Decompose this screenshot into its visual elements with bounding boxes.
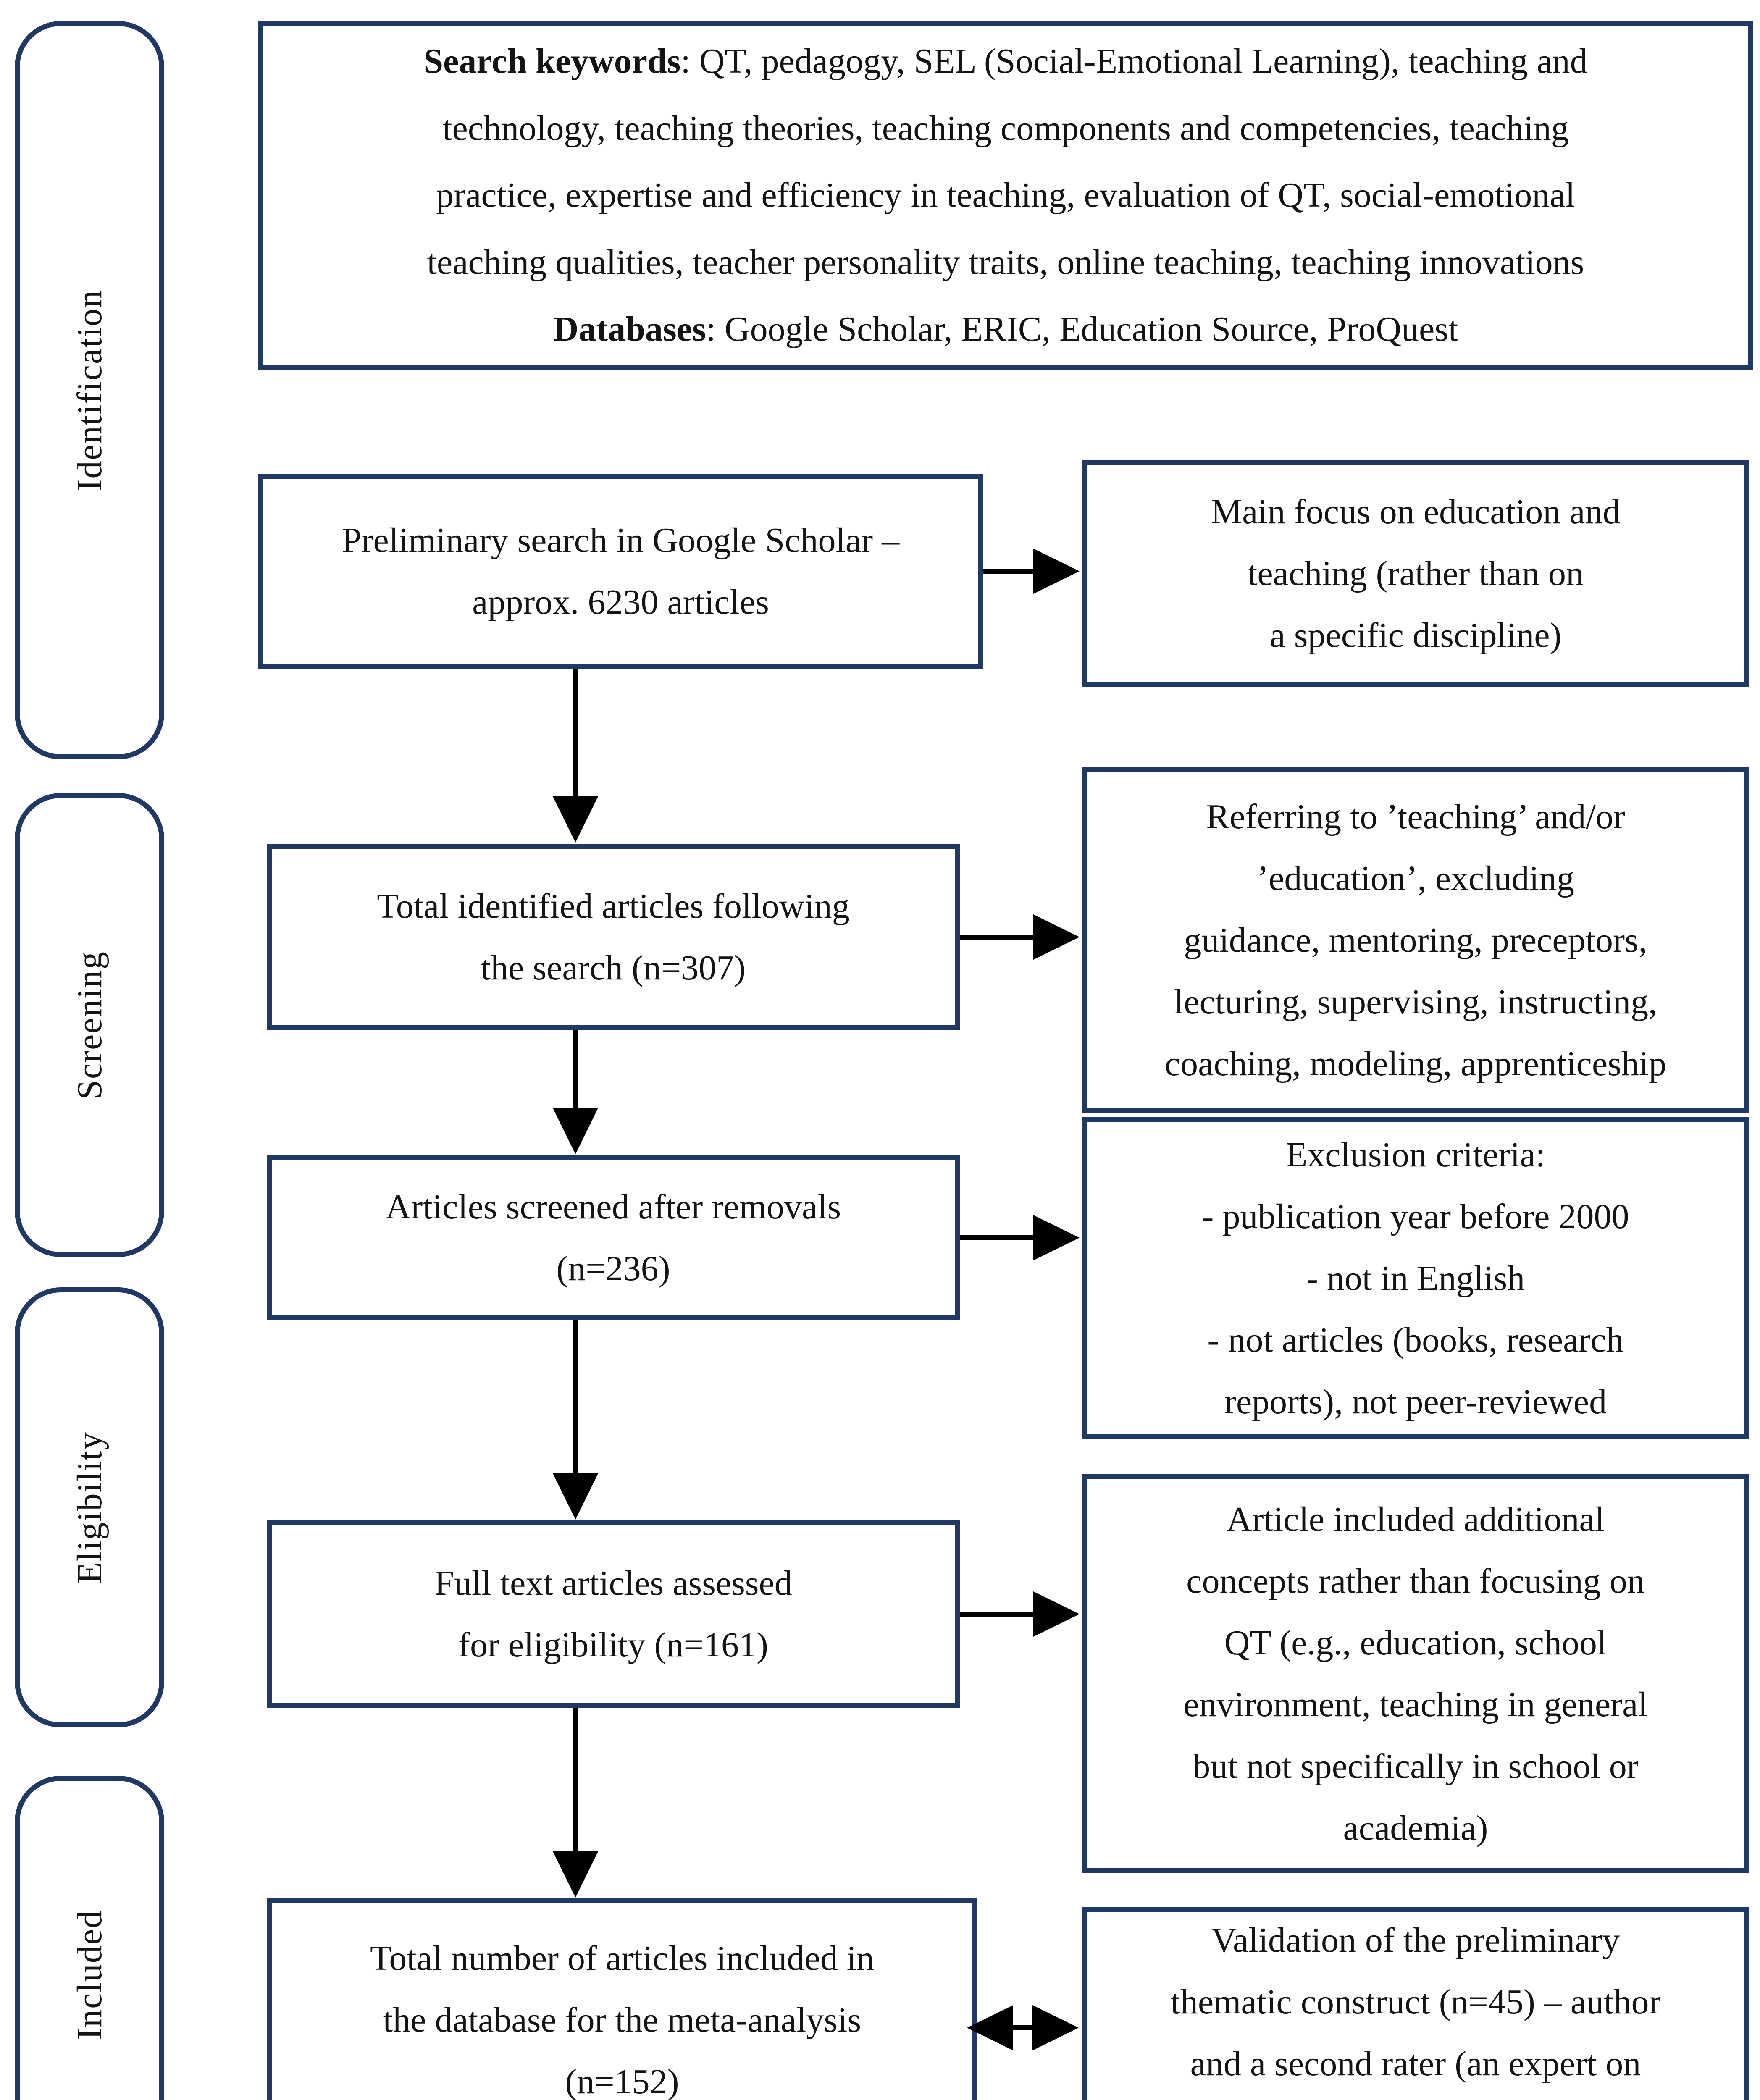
flow-box-preliminary-search-text: Preliminary search in Google Scholar – a…	[341, 521, 900, 622]
stage-label-identification-text: Identification	[70, 289, 109, 491]
flow-box-identified-articles: Total identified articles following the …	[267, 844, 960, 1030]
arrow-down-4	[553, 1708, 598, 1898]
arrow-right-4	[960, 1591, 1080, 1637]
arrow-down-2	[553, 1030, 598, 1154]
search-keywords-label: Search keywords	[423, 42, 681, 81]
flow-box-included-articles-text: Total number of articles included in the…	[370, 1938, 875, 2100]
flow-box-screened-articles-text: Articles screened after removals (n=236)	[385, 1187, 841, 1288]
flow-box-fulltext-assessed-text: Full text articles assessed for eligibil…	[434, 1564, 792, 1664]
databases-label: Databases	[553, 310, 706, 349]
side-box-exclusion-criteria-text: Exclusion criteria: - publication year b…	[1202, 1135, 1629, 1421]
flow-box-identified-articles-text: Total identified articles following the …	[377, 887, 850, 987]
search-keywords-box: Search keywords: QT, pedagogy, SEL (Soci…	[258, 21, 1753, 370]
arrow-double-5	[967, 2005, 1079, 2050]
side-box-exclusion-criteria: Exclusion criteria: - publication year b…	[1082, 1117, 1749, 1439]
side-box-validation: Validation of the preliminary thematic c…	[1082, 1907, 1749, 2100]
stage-label-screening-text: Screening	[70, 950, 109, 1100]
stage-label-identification: Identification	[15, 21, 164, 759]
search-keywords-body: : QT, pedagogy, SEL (Social-Emotional Le…	[427, 42, 1588, 282]
side-box-validation-text: Validation of the preliminary thematic c…	[1170, 1921, 1661, 2083]
side-box-additional-concepts-text: Article included additional concepts rat…	[1183, 1500, 1648, 1848]
arrow-right-2	[960, 914, 1080, 960]
side-box-main-focus-text: Main focus on education and teaching (ra…	[1211, 492, 1621, 655]
stage-label-included: Included	[15, 1776, 164, 2100]
side-box-main-focus: Main focus on education and teaching (ra…	[1082, 460, 1749, 687]
stage-label-screening: Screening	[15, 793, 164, 1257]
side-box-teaching-education-filter-text: Referring to ’teaching’ and/or ’educatio…	[1164, 797, 1667, 1083]
stage-label-included-text: Included	[70, 1910, 109, 2040]
flow-box-fulltext-assessed: Full text articles assessed for eligibil…	[267, 1520, 960, 1708]
search-keywords-text: Search keywords: QT, pedagogy, SEL (Soci…	[423, 28, 1587, 363]
flow-box-included-articles: Total number of articles included in the…	[267, 1898, 977, 2100]
flow-box-screened-articles: Articles screened after removals (n=236)	[267, 1155, 960, 1320]
arrow-right-1	[983, 549, 1080, 594]
stage-label-eligibility-text: Eligibility	[70, 1431, 109, 1584]
arrow-down-3	[553, 1320, 598, 1520]
databases-body: : Google Scholar, ERIC, Education Source…	[706, 310, 1458, 349]
flow-box-preliminary-search: Preliminary search in Google Scholar – a…	[258, 474, 983, 669]
arrow-down-1	[553, 669, 598, 843]
arrow-right-3	[960, 1215, 1080, 1260]
side-box-teaching-education-filter: Referring to ’teaching’ and/or ’educatio…	[1082, 766, 1749, 1113]
side-box-additional-concepts: Article included additional concepts rat…	[1082, 1474, 1749, 1873]
stage-label-eligibility: Eligibility	[15, 1287, 164, 1727]
